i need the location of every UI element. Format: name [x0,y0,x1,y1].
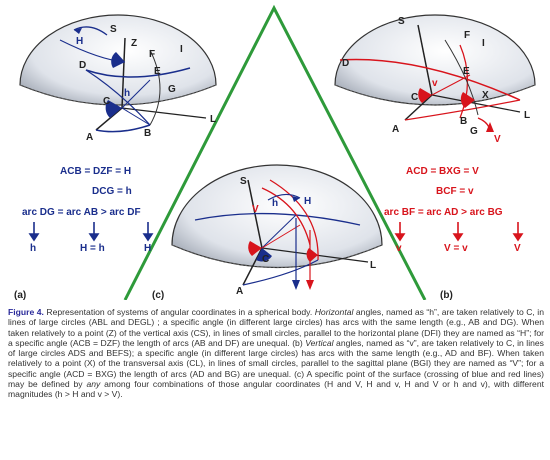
panel-c-point-labels: S V h H C A L [236,176,376,297]
label-b-L: L [524,110,530,121]
label-a-G: G [168,84,176,95]
caption-text-4: among four combinations of those angular… [8,379,544,400]
label-c-S: S [240,176,247,187]
eq-a-row-right: H [144,243,152,254]
label-a-F: F [149,49,155,60]
label-b-B: B [460,116,467,127]
panel-b-point-labels: S F I D E v C X A L B G V [342,16,530,145]
label-a-I: I [180,44,183,55]
eq-a-line1: ACB = DZF = H [60,166,132,177]
caption-text-3: angles, named as “v”, are taken relative… [8,337,544,390]
eq-a-line3: arc DG = arc AB > arc DF [22,207,141,218]
label-a-B: B [144,128,151,139]
eq-b-line1: ACD = BXG = V [406,166,479,177]
figure-label: Figure 4. [8,307,44,317]
eq-a-row-left: h [30,243,37,254]
label-c-L: L [370,260,376,271]
label-a-C: C [103,96,110,107]
label-b-E: E [463,66,470,77]
label-c-A: A [236,286,243,297]
caption-italic-horizontal: Horizontal [314,307,354,317]
panel-label-a: (a) [14,290,26,300]
eq-b-row-left: v [396,243,402,254]
caption-italic-any: any [86,379,101,390]
eq-a-row-mid: H = h [80,243,105,254]
label-b-F: F [464,30,470,41]
label-c-C: C [262,254,269,265]
label-a-L: L [210,114,216,125]
label-b-V: V [494,134,501,145]
label-c-h: h [272,198,278,209]
caption-text-1: Representation of systems of angular coo… [43,307,315,317]
eq-b-line3: arc BF = arc AD > arc BG [384,207,503,218]
panel-label-c: (c) [152,290,164,300]
label-c-H: H [304,196,311,207]
label-a-A: A [86,132,93,143]
label-b-A: A [392,124,399,135]
green-triangle [123,4,427,300]
panel-a-sphere [19,14,217,133]
arrows-a [28,222,154,242]
label-c-V: V [252,204,259,215]
panel-b-sphere [334,14,536,132]
figure-4-illustration: S H Z D F I E G h C A L B S F I D E v [14,4,536,300]
panel-a-point-labels: S H Z D F I E G h C A L B [76,24,216,143]
eq-b-row-mid: V = v [444,243,468,254]
label-a-D: D [79,60,86,71]
label-b-D: D [342,58,349,69]
caption-text-2: angles, named as “h”, are taken relative… [8,307,544,348]
label-b-X: X [482,90,489,101]
panel-label-b: (b) [440,290,453,300]
label-b-I: I [482,38,485,49]
label-a-E: E [154,66,161,77]
label-a-h: h [124,88,130,99]
label-a-H: H [76,36,83,47]
caption-italic-vertical: Vertical [305,337,334,348]
label-a-Z: Z [131,38,137,49]
figure-caption: Figure 4. Representation of systems of a… [8,307,544,400]
eq-b-row-right: V [514,243,521,254]
eq-b-line2: BCF = v [436,186,474,197]
panel-labels: (a) (c) (b) [14,290,453,300]
label-b-C: C [411,92,418,103]
label-b-S: S [398,16,405,27]
label-b-v: v [432,78,438,89]
arrows-b [394,222,524,242]
label-b-G: G [470,126,478,137]
eq-a-line2: DCG = h [92,186,132,197]
label-a-S: S [110,24,117,35]
panel-c-sphere [171,164,383,290]
